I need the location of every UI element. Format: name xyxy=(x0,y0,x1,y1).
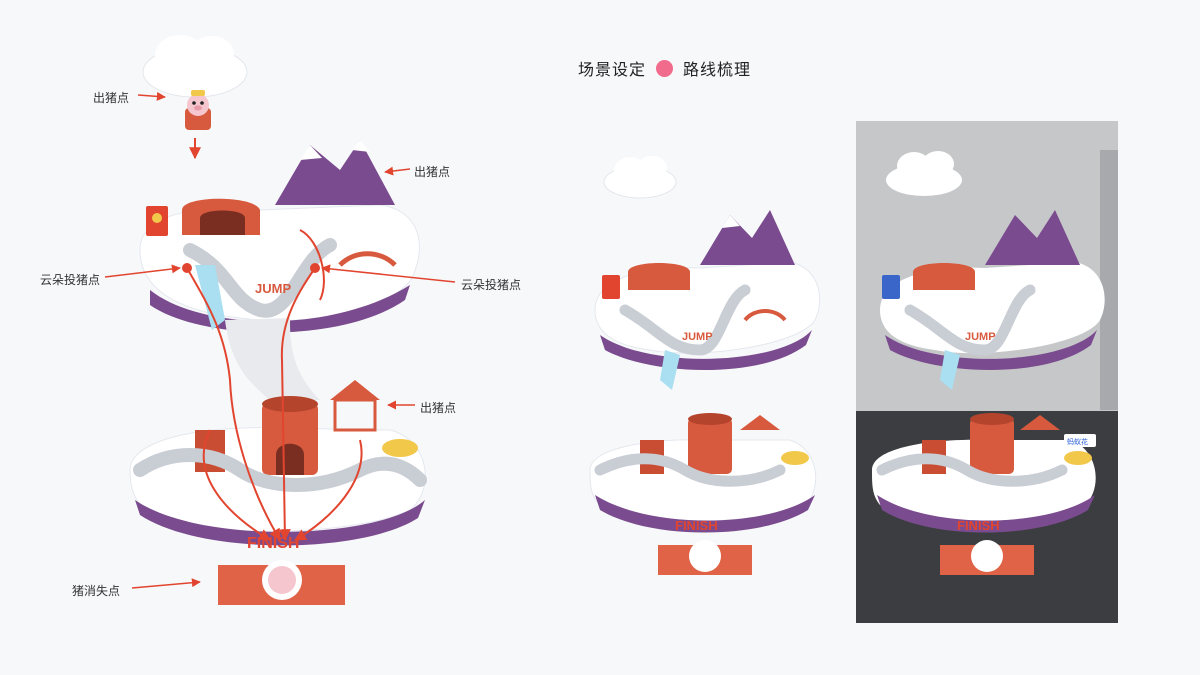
scene-title: 场景设定 路线梳理 xyxy=(578,56,751,80)
ar-badge: 蚂蚁花 xyxy=(1064,434,1096,447)
finish-label-middle: FINISH xyxy=(675,518,718,533)
callout-arrows xyxy=(104,91,456,589)
jump-label: JUMP xyxy=(255,281,291,296)
route-lines xyxy=(186,229,363,542)
ar-cloud-icon xyxy=(886,151,962,196)
finish-label: FINISH xyxy=(247,535,299,552)
pig-icon xyxy=(185,90,211,130)
callout-pig-vanish: 猪消失点 xyxy=(72,584,121,598)
spawn-cloud-icon xyxy=(142,35,248,98)
callout-cloud-drop-left: 云朵投猪点 xyxy=(40,273,101,287)
cloud-drop-left-marker xyxy=(182,263,192,273)
cloud-drop-right-marker xyxy=(310,263,320,273)
finish-label-ar: FINISH xyxy=(957,518,1000,533)
svg-text:蚂蚁花: 蚂蚁花 xyxy=(1067,437,1088,446)
jump-label-middle: JUMP xyxy=(682,331,713,343)
annotated-map: JUMP FINISH xyxy=(104,35,456,605)
clean-map: JUMP FINISH xyxy=(589,156,821,575)
callout-cloud-drop-right: 云朵投猪点 xyxy=(461,278,522,292)
callout-spawn-mountain: 出猪点 xyxy=(414,165,451,179)
cloud-icon xyxy=(603,156,677,199)
ar-photo-frame: JUMP FINISH 蚂蚁花 xyxy=(856,121,1118,623)
upper-island: JUMP xyxy=(139,140,420,333)
callout-spawn-pagoda: 出猪点 xyxy=(420,401,457,415)
callout-spawn-top: 出猪点 xyxy=(93,91,130,105)
title-scene-setting: 场景设定 xyxy=(578,60,647,79)
title-dot-icon xyxy=(656,59,674,77)
jump-label-ar: JUMP xyxy=(965,331,996,343)
title-route-planning: 路线梳理 xyxy=(683,60,752,79)
lower-island xyxy=(129,380,427,546)
finish-gate: FINISH xyxy=(218,535,345,605)
